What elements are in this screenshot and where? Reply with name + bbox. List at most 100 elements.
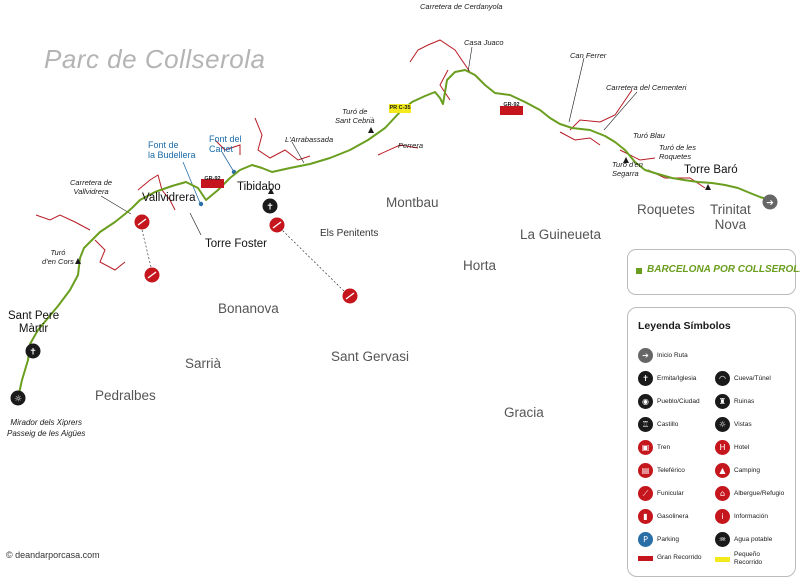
start-arrow-icon: ➔	[766, 199, 774, 209]
leader-cementeri	[603, 91, 638, 131]
viewpoint-icon-mirador[interactable]	[10, 390, 26, 406]
road-carretera-cementeri	[569, 89, 633, 131]
legend-item-label: Parking	[657, 535, 680, 543]
peak-torre-baro	[705, 184, 711, 190]
label-font-canet: Font del Canet	[209, 134, 242, 154]
leader-torre-foster	[189, 212, 202, 236]
peak-markers	[75, 127, 711, 264]
legend-item: ▤Teleférico	[638, 463, 685, 478]
legend-item-label: Gran Recorrido	[657, 554, 702, 561]
church-icon: ✝	[638, 371, 653, 386]
camping-icon: ▲	[715, 463, 730, 478]
map-title: Parc de Collserola	[44, 44, 266, 74]
gr-badge-1	[201, 179, 224, 188]
gr-bar	[638, 555, 653, 561]
leader-lines	[100, 46, 638, 297]
legend-item: H Hotel	[715, 440, 749, 455]
legend-item: ⟋Funicular	[638, 486, 684, 501]
church-glyph-sant-pere: ✝	[29, 348, 37, 358]
route-color-square	[636, 268, 642, 274]
district-sant-gervasi: Sant Gervasi	[331, 349, 410, 364]
legend-item-label: Pequeño Recorrido	[734, 551, 763, 566]
leader-can-ferrer	[568, 57, 585, 123]
legend-item-label: Información	[734, 512, 768, 520]
pr-badge	[389, 104, 411, 113]
viewpoint-glyph-mirador: ☼	[14, 395, 22, 405]
legend-item-label: Vistas	[734, 420, 752, 428]
label-turo-segarra: Turó d'en Segarra	[612, 160, 643, 178]
place-torre-foster: Torre Foster	[205, 238, 267, 250]
train-icon: ▣	[638, 440, 653, 455]
legend-item: ◠Cueva/Túnel	[715, 371, 771, 386]
place-torre-baro: Torre Baró	[684, 164, 738, 176]
funicular-icon-2-glyph	[147, 271, 157, 279]
label-carretera-cementeri: Carretera del Cementeri	[606, 83, 687, 92]
road-arrabassada-1	[254, 117, 311, 161]
legend-item: ➔ Inicio Ruta	[638, 348, 688, 363]
road-carretera-cerdanyola	[409, 39, 471, 73]
font-budellera-dot	[198, 201, 204, 207]
district-gracia: Gracia	[504, 405, 544, 420]
legend-item-label: Camping	[734, 466, 761, 474]
hotel-icon: H	[715, 440, 730, 455]
dashed-funicular-1	[141, 229, 153, 272]
legend-item-label: Ermita/Iglesia	[657, 374, 697, 382]
legend-item: ◉Pueblo/Ciudad	[638, 394, 700, 409]
pr-badge-label: PR C-35	[389, 105, 411, 111]
leader-font-budellera	[182, 161, 201, 204]
start-marker[interactable]	[762, 194, 778, 210]
legend-item-label: Funicular	[657, 489, 684, 497]
label-carretera-vallvidrera: Carretera de Vallvidrera	[70, 178, 113, 196]
district-trinitat-nova: Trinitat Nova	[710, 202, 751, 232]
start-arrow-icon: ➔	[638, 348, 653, 363]
legend-item: ▣ Tren	[638, 440, 670, 455]
dashed-funicular-2	[276, 224, 350, 297]
leader-casa-juaco	[467, 46, 473, 73]
road-west-1	[35, 214, 91, 231]
label-casa-juaco: Casa Juaco	[464, 38, 504, 47]
funicular-icon-1-glyph	[137, 218, 147, 226]
legend-item: ⌂Albergue/Refugio	[715, 486, 784, 501]
legend-item-label: Pueblo/Ciudad	[657, 397, 700, 405]
label-turo-cors: Turó d'en Cors	[42, 248, 74, 266]
castle-icon: ♖	[638, 417, 653, 432]
ruins-icon: ♜	[715, 394, 730, 409]
district-roquetes: Roquetes	[637, 202, 695, 217]
label-arrabassada: L'Arrabassada	[285, 135, 334, 144]
church-icon-sant-pere[interactable]	[25, 343, 41, 359]
legend-item-label: Agua potable	[734, 535, 773, 543]
funicular-icon-3-glyph	[272, 221, 282, 229]
legend-item-label: Inicio Ruta	[657, 351, 688, 359]
district-bonanova: Bonanova	[218, 301, 279, 316]
district-horta: Horta	[463, 258, 497, 273]
leader-vallvidrera-road	[100, 195, 132, 215]
label-turo-blau: Turó Blau	[633, 131, 665, 140]
fuel-icon: ▮	[638, 509, 653, 524]
legend-item-label: Hotel	[734, 443, 750, 451]
route-name-box: BARCELONA POR COLLSEROLA	[627, 249, 800, 295]
legend-item: ♒ Agua potable	[715, 532, 772, 547]
copyright: © deandarporcasa.com	[6, 550, 100, 560]
legend-item-label: Tren	[657, 443, 671, 451]
road-perrera	[377, 144, 419, 156]
legend-item: ♖Castillo	[638, 417, 678, 432]
water-icon: ♒	[715, 532, 730, 547]
peak-cors	[75, 258, 81, 264]
road-arrabassada-2	[214, 139, 241, 155]
place-sant-pere-martir: Sant Pere Màrtir	[8, 310, 60, 335]
place-mirador: Mirador dels Xiprers Passeig de les Aigü…	[7, 418, 86, 438]
legend-title: Leyenda Símbolos	[638, 320, 731, 332]
legend-item-label: Gasolinera	[657, 512, 689, 520]
label-can-ferrer: Can Ferrer	[570, 51, 607, 60]
info-icon: i	[715, 509, 730, 524]
district-montbau: Montbau	[386, 195, 439, 210]
cave-icon: ◠	[715, 371, 730, 386]
road-east-1	[559, 131, 601, 146]
label-carretera-cerdanyola: Carretera de Cerdanyola	[420, 2, 503, 11]
church-glyph-tibidabo: ✝	[266, 203, 274, 213]
church-icon-tibidabo[interactable]	[262, 198, 278, 214]
leader-arrabassada	[291, 141, 305, 164]
peak-segarra	[623, 157, 629, 163]
